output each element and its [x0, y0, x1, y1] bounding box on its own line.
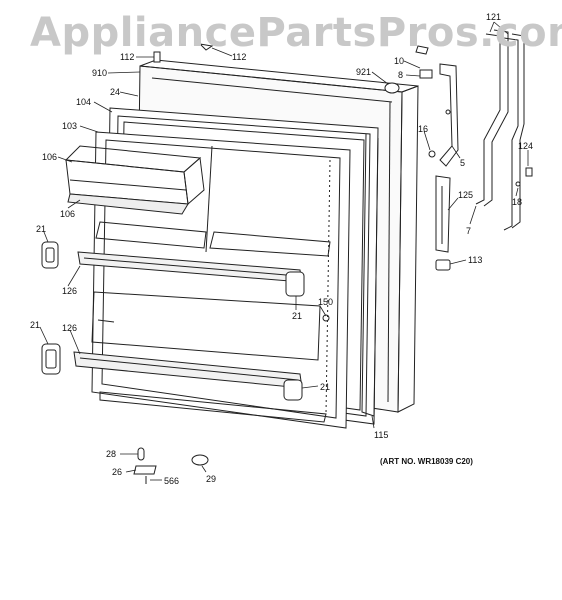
- callout-16: 16: [418, 124, 429, 134]
- callout-106-bottom: 106: [60, 209, 76, 219]
- callout-115: 115: [374, 430, 389, 440]
- callout-112-right: 112: [232, 52, 247, 62]
- handle-mounting-bar: [435, 175, 451, 253]
- callout-125: 125: [458, 190, 474, 200]
- callout-126-lower: 126: [62, 323, 78, 333]
- hinge-bracket: [439, 63, 459, 167]
- callout-150: 150: [318, 297, 334, 307]
- callout-26: 26: [112, 467, 123, 477]
- upper-shelf-area: [95, 221, 331, 257]
- gasket-strip: [361, 133, 379, 417]
- callout-121: 121: [486, 12, 502, 22]
- callout-104: 104: [76, 97, 92, 107]
- handle-trims: [475, 29, 525, 231]
- callout-21-lower-left: 21: [30, 320, 41, 330]
- callout-112-left: 112: [120, 52, 135, 62]
- dairy-compartment: [64, 145, 205, 215]
- callout-5: 5: [460, 158, 466, 168]
- callout-921: 921: [356, 67, 372, 77]
- callout-24: 24: [110, 87, 121, 97]
- callout-21-lower-right: 21: [320, 382, 331, 392]
- callout-566: 566: [164, 476, 180, 486]
- callout-10: 10: [394, 56, 405, 66]
- watermark-text: AppliancePartsPros.com: [30, 10, 562, 56]
- callout-126-upper: 126: [62, 286, 78, 296]
- callout-7: 7: [466, 226, 472, 236]
- small-hardware: [133, 43, 533, 484]
- callout-18: 18: [512, 197, 523, 207]
- shelf-end-caps: [41, 241, 305, 401]
- callout-103: 103: [62, 121, 78, 131]
- callout-29: 29: [206, 474, 217, 484]
- callout-21-upper-left: 21: [36, 224, 47, 234]
- callout-910: 910: [92, 68, 108, 78]
- callout-21-upper-right: 21: [292, 311, 303, 321]
- callout-106-top: 106: [42, 152, 58, 162]
- lower-bin-area: [91, 291, 327, 423]
- art-number-label: (ART NO. WR18039 C20): [380, 457, 473, 466]
- callout-124: 124: [518, 141, 534, 151]
- callout-113: 113: [468, 255, 483, 265]
- leader-lines: [39, 21, 529, 481]
- callout-8: 8: [398, 70, 404, 80]
- callout-28: 28: [106, 449, 117, 459]
